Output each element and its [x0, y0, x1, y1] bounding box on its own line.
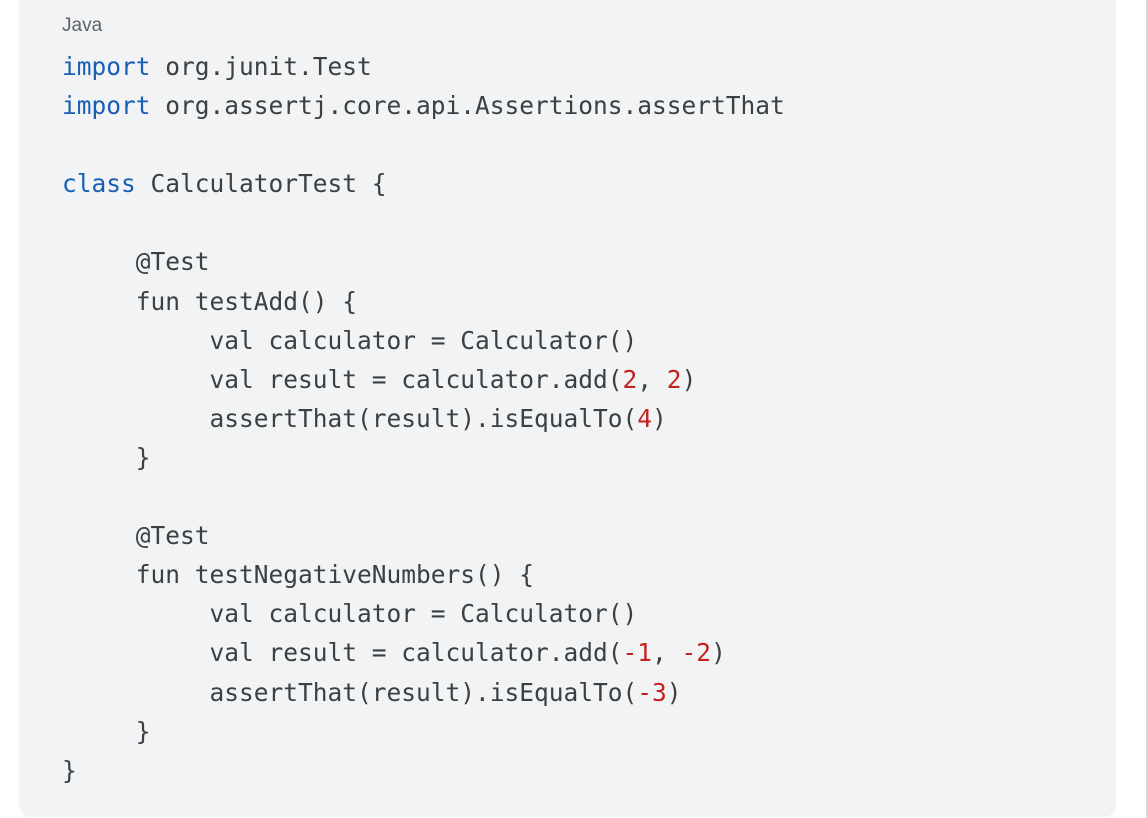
code-line: assertThat(result).isEqualTo(-3) [62, 673, 785, 712]
code-line: val calculator = Calculator() [62, 321, 785, 360]
code-text: fun testNegativeNumbers() { [62, 560, 535, 590]
code-text: ) [666, 677, 682, 707]
code-text: ) [652, 403, 667, 433]
code-line: @Test [62, 516, 785, 555]
code-text: @Test [62, 247, 210, 277]
code-line: val result = calculator.add(-1, -2) [62, 633, 785, 672]
code-number-literal: -2 [681, 638, 712, 668]
code-number-literal: 2 [666, 364, 682, 394]
code-text: assertThat(result).isEqualTo( [62, 677, 638, 707]
code-text: CalculatorTest { [135, 169, 387, 199]
code-text: org.junit.Test [150, 52, 372, 81]
code-line: fun testNegativeNumbers() { [62, 555, 785, 594]
code-text: } [62, 755, 77, 785]
code-text: } [62, 716, 151, 746]
code-text: , [652, 638, 682, 668]
code-line: import org.junit.Test [62, 47, 785, 86]
code-keyword: class [62, 169, 136, 199]
code-line: } [62, 712, 785, 751]
code-text: fun testAdd() { [62, 286, 358, 316]
code-number-literal: 4 [637, 403, 653, 433]
code-text: @Test [62, 521, 210, 551]
code-number-literal: -1 [622, 638, 653, 668]
code-number-literal: -3 [637, 677, 667, 707]
code-text: } [62, 442, 151, 472]
code-line: assertThat(result).isEqualTo(4) [62, 399, 785, 438]
code-text: ) [711, 638, 726, 668]
code-line: fun testAdd() { [62, 282, 785, 321]
code-line: val result = calculator.add(2, 2) [62, 360, 785, 399]
code-text: val result = calculator.add( [62, 364, 623, 394]
code-block-card [19, 0, 1116, 817]
code-language-label: Java [62, 15, 103, 36]
code-keyword: import [62, 91, 151, 121]
window-edge-divider [1146, 0, 1148, 818]
code-text: , [637, 364, 667, 394]
code-keyword: import [62, 52, 151, 81]
code-line: } [62, 751, 785, 790]
code-text: val calculator = Calculator() [62, 599, 638, 629]
code-line: @Test [62, 242, 785, 281]
code-line: import org.assertj.core.api.Assertions.a… [62, 86, 785, 125]
code-line: class CalculatorTest { [62, 164, 785, 203]
code-text: val calculator = Calculator() [62, 325, 638, 355]
code-line: ​ [62, 125, 785, 164]
code-text: org.assertj.core.api.Assertions.assertTh… [150, 91, 785, 121]
code-line: } [62, 438, 785, 477]
code-text: assertThat(result).isEqualTo( [62, 403, 638, 433]
code-line: ​ [62, 477, 785, 516]
code-text: val result = calculator.add( [62, 638, 623, 668]
code-text: ) [681, 364, 697, 394]
code-line: val calculator = Calculator() [62, 594, 785, 633]
code-line: ​ [62, 203, 785, 242]
code-number-literal: 2 [622, 364, 638, 394]
